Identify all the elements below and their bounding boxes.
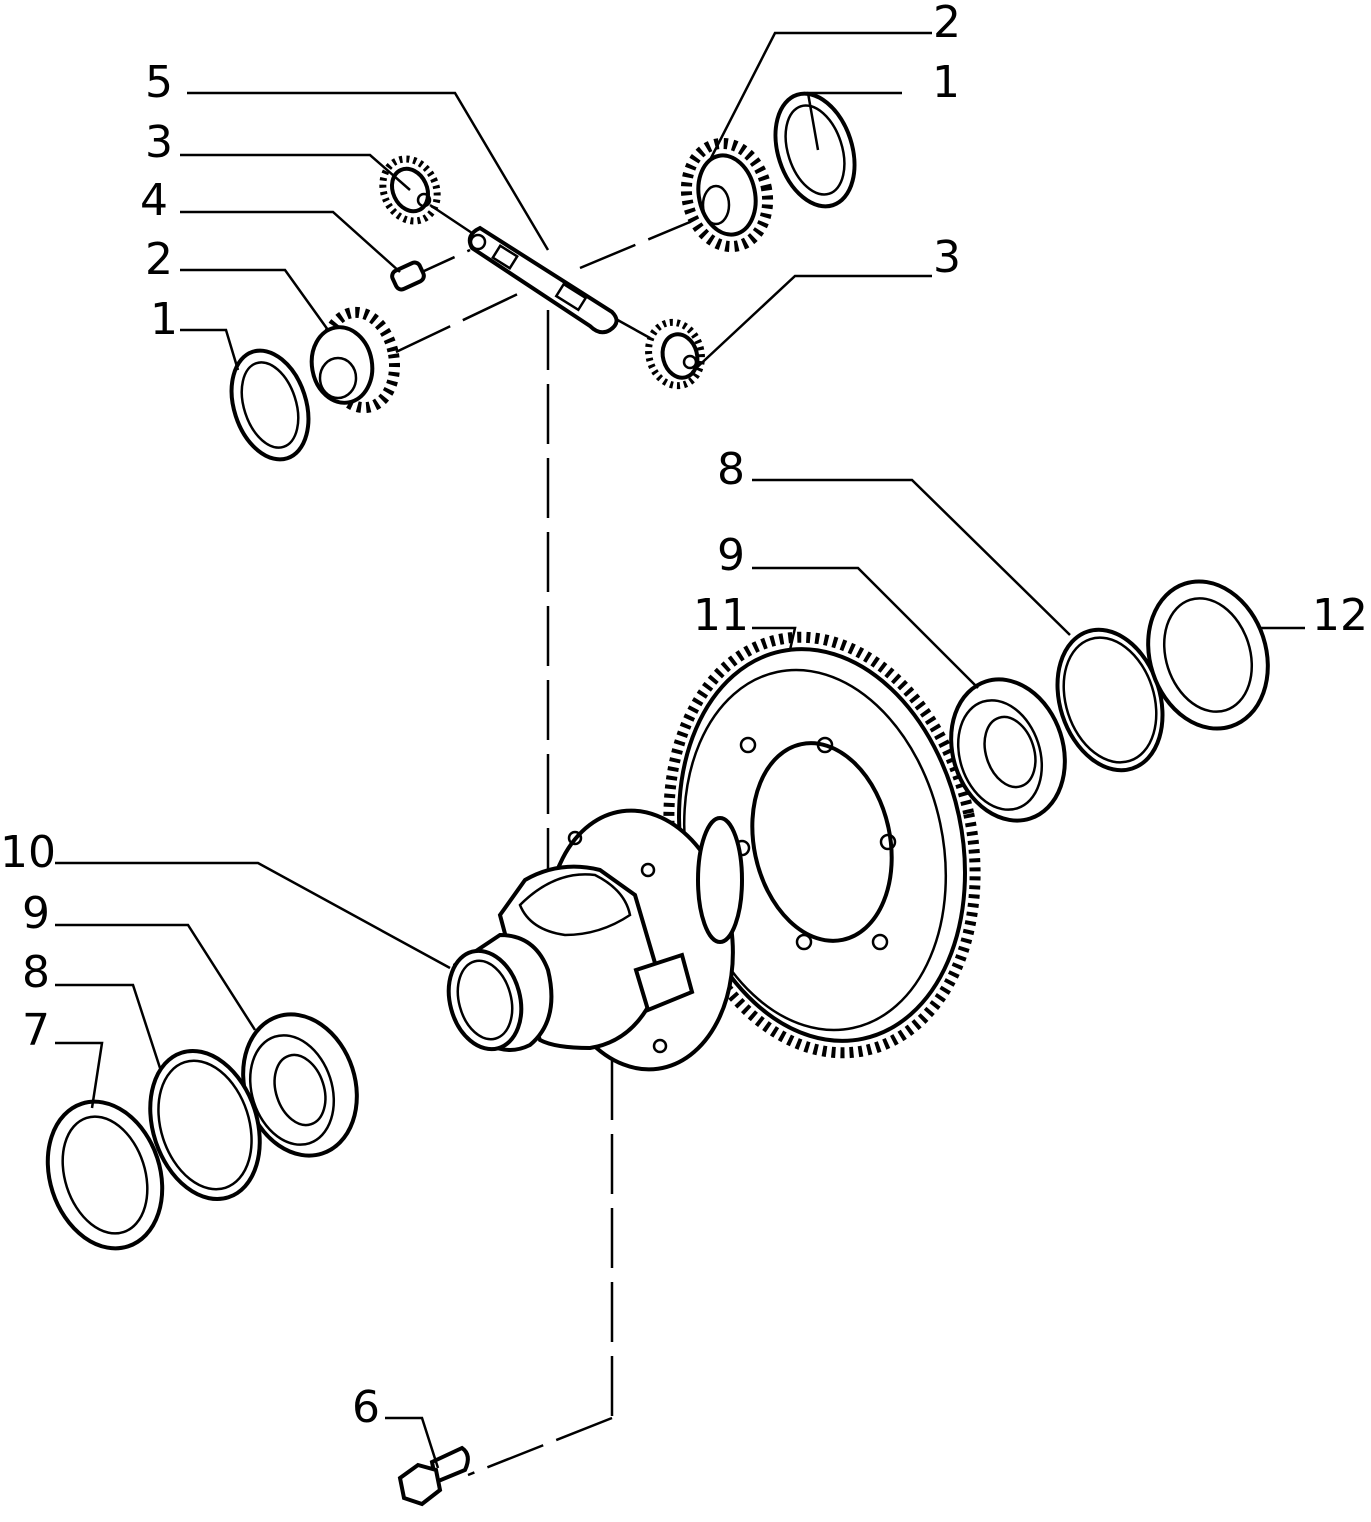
bearing-right [949,677,1067,823]
leader-lines [55,31,1305,1469]
assembly-axis-lines [395,203,691,1477]
side-gear-top [680,137,774,253]
callout-2-left: 2 [145,234,173,285]
callout-1-top: 1 [932,57,960,108]
bolt [397,1445,470,1507]
bearing-left [241,1012,359,1158]
callout-2-top: 2 [933,0,961,48]
callout-10: 10 [0,827,56,878]
thrust-washer-top [773,91,857,209]
callout-numbers: 1 2 3 5 3 4 2 1 8 9 11 12 10 9 8 7 6 [0,0,1368,1433]
bearing-race-left [45,1099,165,1251]
ring-gear [663,631,981,1059]
differential-housing [446,808,744,1072]
planet-gear-right [645,318,705,390]
callout-3-right: 3 [933,232,961,283]
callout-8-right: 8 [717,444,745,495]
callout-7: 7 [22,1005,50,1056]
callout-4: 4 [140,175,168,226]
callout-11: 11 [693,590,749,641]
spacer-ring-left [148,1048,262,1202]
locking-pin [390,260,426,292]
spacer-ring-right [1055,627,1165,773]
callout-9-left: 9 [22,888,50,939]
callout-1-left: 1 [150,294,178,345]
callout-5: 5 [145,57,173,108]
side-gear-left [309,306,401,414]
callout-12: 12 [1312,590,1368,641]
callout-6: 6 [352,1382,380,1433]
thrust-washer-left [229,348,311,462]
callout-9-right: 9 [717,530,745,581]
callout-3-left: 3 [145,117,173,168]
pinion-shaft [467,225,619,335]
callout-8-left: 8 [22,947,50,998]
bearing-race-right [1146,579,1270,731]
